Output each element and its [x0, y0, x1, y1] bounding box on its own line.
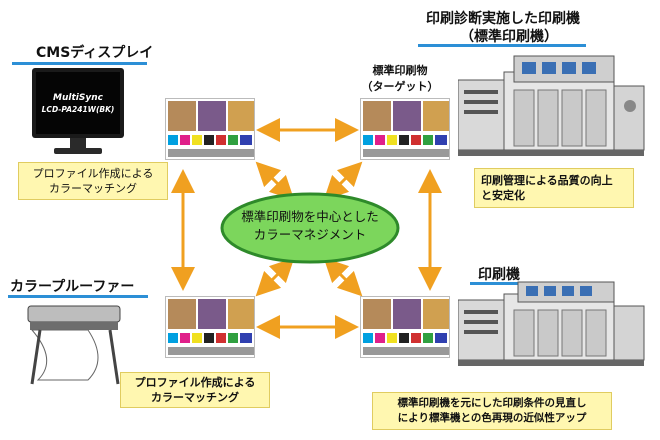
diagnosed-press-subtitle: （標準印刷機）	[460, 29, 558, 45]
cms-display-note: プロファイル作成による カラーマッチング	[18, 162, 168, 200]
chart-top-right	[360, 98, 450, 160]
proofer-title: カラープルーファー	[10, 279, 135, 295]
press-underline	[470, 282, 526, 285]
arrow-diag-bottom-left	[255, 257, 295, 297]
chart-bottom-left	[165, 296, 255, 358]
diagnosed-press-title: 印刷診断実施した印刷機	[426, 11, 580, 27]
cms-display-underline	[12, 62, 147, 65]
proofer-note: プロファイル作成による カラーマッチング	[120, 372, 270, 408]
monitor: MultiSync LCD-PA241W(BK)	[30, 66, 126, 158]
target-print-title-line2: （ターゲット）	[361, 80, 439, 93]
press-machine	[457, 280, 648, 370]
press-note: 標準印刷機を元にした印刷条件の見直し により標準機との色再現の近似性アップ	[372, 392, 612, 430]
chart-bottom-right	[360, 296, 450, 358]
arrow-diag-top-right	[323, 161, 363, 201]
diagnosed-press-machine	[457, 50, 648, 160]
center-ellipse	[220, 192, 400, 264]
diagnosed-press-underline	[418, 44, 586, 47]
press-title: 印刷機	[478, 267, 520, 283]
target-print-title-line1: 標準印刷物	[372, 64, 428, 77]
proofer-machine	[18, 300, 128, 386]
cms-display-title: CMSディスプレイ	[36, 45, 154, 61]
monitor-model-text: LCD-PA241W(BK)	[42, 105, 115, 114]
proofer-underline	[8, 295, 148, 298]
chart-top-left	[165, 98, 255, 160]
center-label: 標準印刷物を中心とした カラーマネジメント	[241, 209, 379, 242]
arrow-diag-top-left	[255, 161, 295, 201]
target-print-title: 標準印刷物 （ターゲット）	[360, 62, 440, 94]
monitor-brand-text: MultiSync	[53, 93, 104, 103]
diagnosed-press-note: 印刷管理による品質の向上 と安定化	[474, 168, 634, 208]
arrow-diag-bottom-right	[323, 257, 363, 297]
